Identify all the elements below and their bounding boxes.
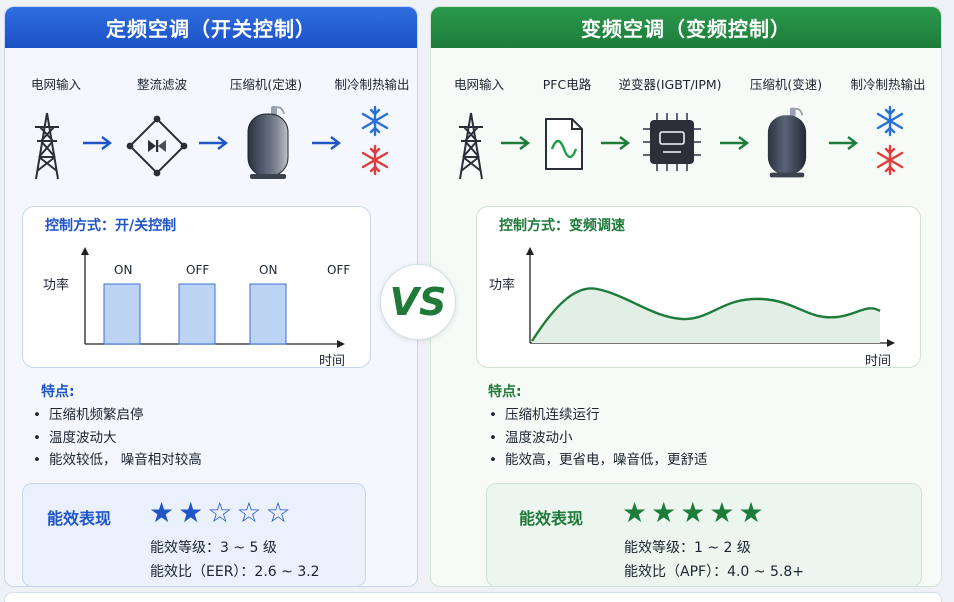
bottom-section-edge xyxy=(4,592,942,602)
stage-label-grid-input: 电网输入 xyxy=(30,77,82,92)
features-title: 特点: xyxy=(41,384,75,400)
on-off-control-box: 控制方式：开/关控制 功率 时间 ON OFF ON OFF xyxy=(22,206,371,369)
flow-arrow-1-icon xyxy=(83,136,112,150)
fixed-frequency-panel: 定频空调（开关控制） 电网输入 整流滤波 压缩机(定速) 制冷制热输出 xyxy=(4,6,418,587)
fixed-frequency-header: 定频空调（开关控制） xyxy=(5,7,417,48)
efficiency-grade: 能效等级：3 ~ 5 级 xyxy=(150,540,277,556)
star-filled-icon: ★ xyxy=(178,496,208,529)
state-label-off-1: OFF xyxy=(186,263,210,277)
efficiency-ratio: 能效比（APF）：4.0 ~ 5.8+ xyxy=(624,564,804,580)
inverter-header: 变频空调（变频控制） xyxy=(431,7,941,48)
star-filled-icon: ★ xyxy=(709,496,739,529)
variable-power-chart xyxy=(526,247,895,347)
stage-label-pfc: PFC电路 xyxy=(542,77,592,92)
features-list: 压缩机频繁启停 温度波动大 能效较低， 噪音相对较高 xyxy=(33,404,202,472)
control-mode-title: 控制方式：变频调速 xyxy=(499,218,625,234)
star-filled-icon: ★ xyxy=(622,496,652,529)
state-label-on-1: ON xyxy=(114,263,133,277)
flow-arrow-1-icon xyxy=(501,136,530,150)
control-mode-title: 控制方式：开/关控制 xyxy=(45,218,177,234)
x-axis-label: 时间 xyxy=(319,354,346,369)
feature-item: 压缩机连续运行 xyxy=(489,404,707,427)
star-filled-icon: ★ xyxy=(738,496,768,529)
feature-item: 能效高，更省电，噪音低，更舒适 xyxy=(489,449,708,472)
on-pulse-1 xyxy=(103,283,141,345)
stage-label-compressor: 压缩机(定速) xyxy=(229,77,303,92)
inverter-panel: 变频空调（变频控制） 电网输入 PFC电路 逆变器(IGBT/IPM) 压缩机(… xyxy=(430,6,942,587)
efficiency-grade: 能效等级：1 ~ 2 级 xyxy=(624,540,751,556)
state-label-on-2: ON xyxy=(259,263,278,277)
star-filled-icon: ★ xyxy=(651,496,681,529)
vs-badge: VS xyxy=(380,264,456,340)
stage-label-output: 制冷制热输出 xyxy=(334,77,410,92)
star-empty-icon: ☆ xyxy=(236,496,266,529)
on-pulse-3 xyxy=(249,283,287,345)
flow-arrow-2-icon xyxy=(199,136,228,150)
on-pulse-2 xyxy=(178,283,216,345)
flow-arrow-2-icon xyxy=(601,136,630,150)
features-list: 压缩机连续运行 温度波动小 能效高，更省电，噪音低，更舒适 xyxy=(489,404,708,472)
snowflake-cooling-icon xyxy=(876,105,904,137)
compressor-icon xyxy=(247,106,289,179)
feature-item: 温度波动大 xyxy=(33,427,202,450)
stage-label-rectifier: 整流滤波 xyxy=(136,77,188,92)
star-empty-icon: ☆ xyxy=(207,496,237,529)
power-area xyxy=(532,288,880,343)
state-label-off-2: OFF xyxy=(327,263,351,277)
pfc-circuit-icon xyxy=(545,118,583,170)
rectifier-bridge-icon xyxy=(126,115,188,177)
stage-label-output: 制冷制热输出 xyxy=(850,77,926,92)
ipm-chip-icon xyxy=(643,113,701,171)
x-axis-label: 时间 xyxy=(865,354,892,369)
flow-arrow-4-icon xyxy=(829,136,858,150)
efficiency-title: 能效表现 xyxy=(47,509,112,528)
variable-speed-control-box: 控制方式：变频调速 功率 时间 xyxy=(476,206,921,369)
power-curve xyxy=(530,287,881,342)
flow-arrow-3-icon xyxy=(720,136,749,150)
compressor-icon xyxy=(767,107,807,178)
efficiency-ratio: 能效比（EER）：2.6 ~ 3.2 xyxy=(150,564,320,580)
snowflake-cooling-icon xyxy=(361,105,389,137)
stage-label-inverter: 逆变器(IGBT/IPM) xyxy=(618,77,722,92)
star-empty-icon: ☆ xyxy=(265,496,295,529)
star-filled-icon: ★ xyxy=(149,496,179,529)
power-tower-icon xyxy=(35,112,59,180)
heating-flake-icon xyxy=(876,144,904,176)
feature-item: 温度波动小 xyxy=(489,427,707,450)
y-axis-label: 功率 xyxy=(43,278,70,293)
on-off-power-chart xyxy=(81,247,345,348)
efficiency-box: 能效表现 ★★☆☆☆ 能效等级：3 ~ 5 级 能效比（EER）：2.6 ~ 3… xyxy=(22,483,366,586)
rating-stars: ★★★★★ xyxy=(622,496,768,529)
star-filled-icon: ★ xyxy=(680,496,710,529)
power-tower-icon xyxy=(459,112,483,180)
features-title: 特点: xyxy=(488,384,522,400)
flow-arrow-3-icon xyxy=(312,136,341,150)
feature-item: 压缩机频繁启停 xyxy=(33,404,202,427)
y-axis-label: 功率 xyxy=(489,278,516,293)
feature-item: 能效较低， 噪音相对较高 xyxy=(33,449,202,472)
efficiency-box: 能效表现 ★★★★★ 能效等级：1 ~ 2 级 能效比（APF）：4.0 ~ 5… xyxy=(486,483,922,586)
efficiency-title: 能效表现 xyxy=(519,509,584,528)
stage-label-grid-input: 电网输入 xyxy=(453,77,505,92)
rating-stars: ★★☆☆☆ xyxy=(149,496,295,529)
heating-flake-icon xyxy=(361,144,389,176)
stage-label-compressor: 压缩机(变速) xyxy=(749,77,823,92)
